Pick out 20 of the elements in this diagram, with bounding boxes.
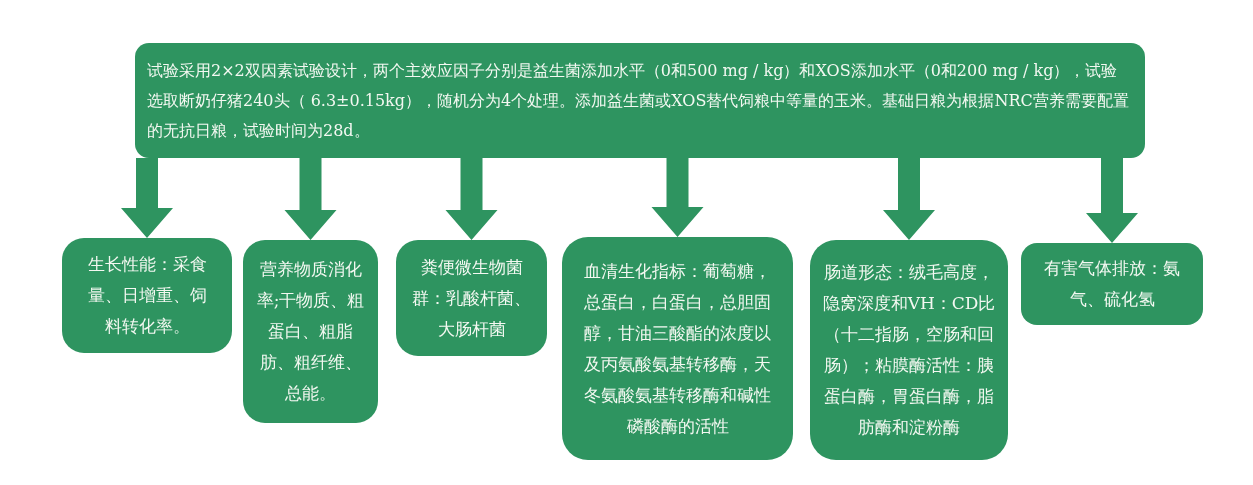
block-arrow [883, 158, 935, 240]
result-box [396, 240, 547, 356]
block-arrow [1086, 158, 1138, 243]
result-box [562, 237, 793, 460]
result-box [62, 238, 232, 353]
result-box [1021, 243, 1203, 325]
block-arrow [651, 158, 704, 237]
result-box [810, 240, 1008, 460]
box-text: 粪便微生物菌群：乳酸杆菌、大肠杆菌 [411, 255, 532, 341]
block-arrow [445, 158, 498, 240]
block-arrow [284, 158, 337, 240]
box-text: 生长性能：采食量、日增重、饲料转化率。 [86, 253, 208, 338]
box-text: 营养物质消化率;干物质、粗蛋白、粗脂肪、粗纤维、总能。 [255, 258, 366, 405]
box-text: 有害气体排放：氨气、硫化氢 [1043, 257, 1181, 311]
box-text: 血清生化指标：葡萄糖，总蛋白，白蛋白，总胆固醇，甘油三酸酯的浓度以及丙氨酸氨基转移酶，天冬氨酸氨基转移酶和碱性磷酸酶的活性 [583, 259, 772, 438]
block-arrow [121, 158, 173, 238]
description-box [135, 43, 1145, 158]
result-box [243, 240, 378, 423]
box-text: 肠道形态：绒毛高度，隐窝深度和VH：CD比（十二指肠，空肠和回肠）；粘膜酶活性：胰蛋白酶，胃蛋白酶，脂肪酶和淀粉酶 [822, 261, 996, 439]
box-text: 试验采用2×2双因素试验设计，两个主效应因子分别是益生菌添加水平（0和500 mg / kg）和XOS添加水平（0和200 mg / kg），试验选取断奶仔猪240头（ 6.3±0.15kg），随机分为4个处理。添加益生菌或XOS替代饲粮中等量的玉米。基础日粮为根据NRC营养需要配置的无抗日粮，试验时间为28d。 [147, 59, 1130, 142]
